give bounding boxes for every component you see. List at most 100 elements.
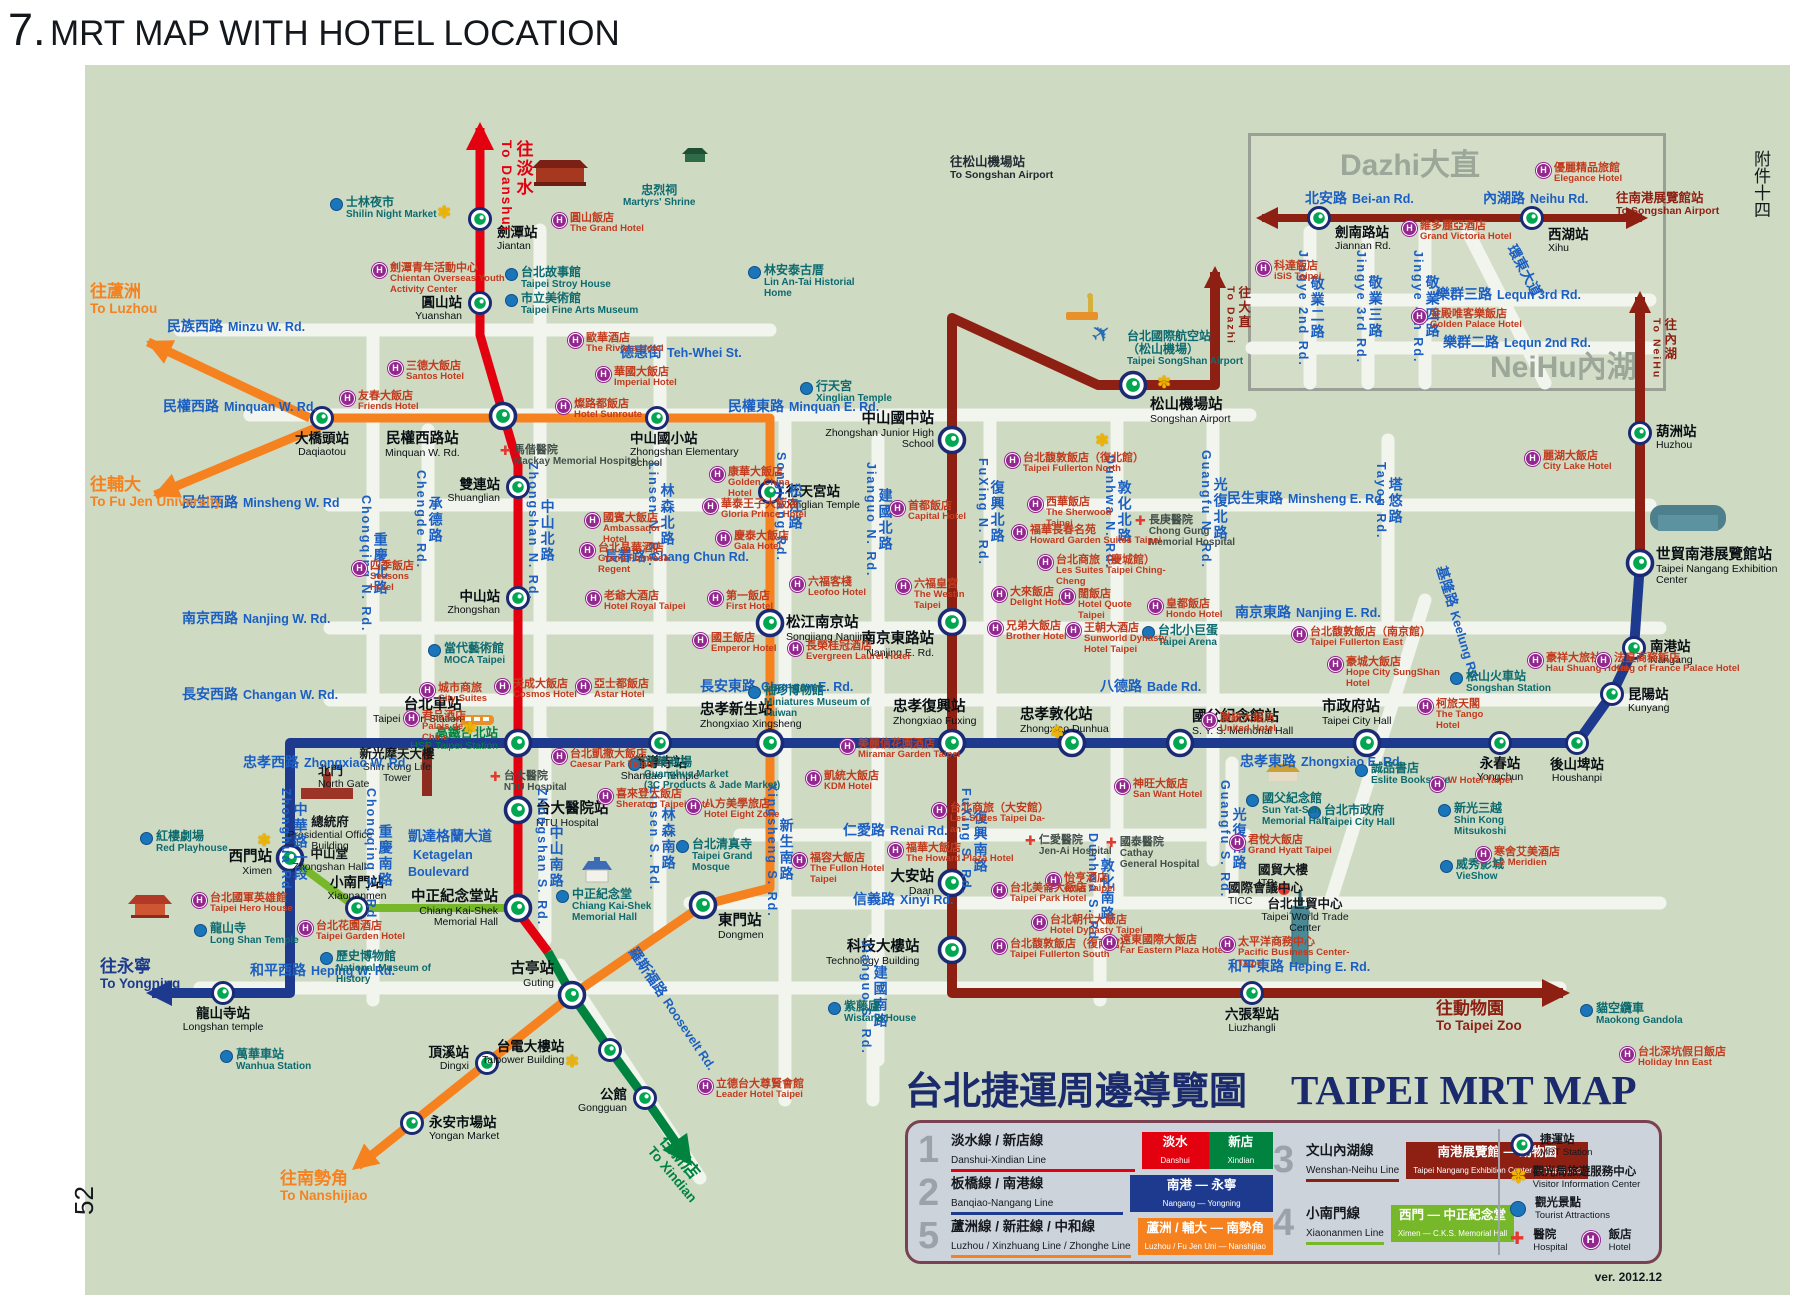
legend-panel: 1 淡水線 / 新店線Danshui-Xindian Line 淡水Danshu… <box>905 1120 1662 1264</box>
mrt-station-marker <box>645 406 669 430</box>
legend-line-number: 1 <box>918 1129 940 1172</box>
page-title: 7. MRT MAP WITH HOTEL LOCATION <box>8 4 620 56</box>
mrt-station-marker <box>275 843 305 873</box>
legend-line-number: 3 <box>1273 1139 1295 1182</box>
mrt-line-xiaonanmen <box>287 854 518 912</box>
line-arrow <box>662 1132 692 1166</box>
visitor-info-icon: ✽ <box>1510 1165 1527 1188</box>
legend-line-name: 板橋線 / 南港線Banqiao-Nangang Line <box>951 1172 1124 1215</box>
mrt-station-marker <box>488 401 518 431</box>
legend-chip: 南港 — 永寧Nangang — Yongning <box>1130 1174 1273 1213</box>
hotel-icon: H <box>1581 1230 1600 1249</box>
tourist-attraction-icon <box>1510 1200 1526 1217</box>
mrt-station-marker <box>688 890 718 920</box>
legend-column-2: 3 文山內湖線Wenshan-Neihu Line 南港展覽館 — 動物園Tai… <box>1273 1129 1589 1255</box>
mrt-station-marker <box>1622 636 1646 660</box>
landmark-airport-icon <box>1066 293 1098 320</box>
svg-text:✈: ✈ <box>1086 317 1118 351</box>
legend-chip: 新店Xindian <box>1208 1131 1273 1170</box>
mrt-station-marker <box>506 586 530 610</box>
mrt-station-marker <box>758 480 782 504</box>
legend-row-2: 2 板橋線 / 南港線Banqiao-Nangang Line 南港 — 永寧N… <box>918 1172 1273 1215</box>
mrt-station-marker <box>1565 731 1589 755</box>
mrt-station-icon <box>1510 1133 1534 1157</box>
mrt-station-marker <box>1118 370 1148 400</box>
mrt-station-marker <box>503 893 533 923</box>
legend-line-name: 文山內湖線Wenshan-Neihu Line <box>1306 1139 1400 1182</box>
map-title-zh: 台北捷運周邊導覽圖 <box>905 1071 1248 1113</box>
landmark-presidential-icon <box>301 769 353 799</box>
mrt-station-marker <box>1628 421 1652 445</box>
map-title-en: TAIPEI MRT MAP <box>1291 1067 1637 1113</box>
mrt-line-danshui <box>475 128 552 955</box>
landmark-train-icon <box>460 715 494 725</box>
landmark-shrine-icon <box>682 148 708 162</box>
mrt-station-marker <box>1165 728 1195 758</box>
mrt-station-marker <box>310 406 334 430</box>
line-arrow <box>1256 207 1278 229</box>
mrt-station-marker <box>937 607 967 637</box>
mrt-station-marker <box>557 980 587 1010</box>
map-version: ver. 2012.12 <box>1594 1270 1662 1284</box>
mrt-station-marker <box>1240 981 1264 1005</box>
line-arrow <box>352 1143 381 1170</box>
landmark-reddot-icon <box>1278 883 1290 895</box>
legend-line-number: 4 <box>1273 1202 1295 1245</box>
map-title: 台北捷運周邊導覽圖 TAIPEI MRT MAP <box>905 1060 1637 1115</box>
line-arrow <box>1626 207 1648 229</box>
section-number: 7. <box>8 4 46 55</box>
mrt-station-marker <box>400 1111 424 1135</box>
legend-line-name: 小南門線Xiaonanmen Line <box>1306 1202 1384 1245</box>
mrt-line-fujen-branch <box>153 417 332 500</box>
mrt-station-marker <box>1520 206 1544 230</box>
landmark-temple-icon <box>128 895 172 918</box>
mrt-station-marker <box>648 731 672 755</box>
legend-row-4: 4 小南門線Xiaonanmen Line 西門 — 中正紀念堂Ximen — … <box>1273 1202 1515 1245</box>
line-arrow <box>1628 291 1652 314</box>
inset-title-neihu: NeiHu內湖 <box>1490 351 1637 384</box>
legend-chip: 淡水Danshui <box>1141 1131 1209 1170</box>
landmark-cks-icon <box>582 857 612 883</box>
mrt-station-marker <box>1057 728 1087 758</box>
mrt-station-marker <box>598 1038 622 1062</box>
mrt-station-marker <box>468 207 492 231</box>
mrt-station-marker <box>345 896 369 920</box>
line-arrow <box>146 980 172 1006</box>
section-title: MRT MAP WITH HOTEL LOCATION <box>49 14 620 53</box>
landmark-grand-icon <box>532 160 588 186</box>
mrt-line-luzhou-branch <box>146 337 312 423</box>
legend-chip: 蘆洲 / 輔大 — 南勢角Luzhou / Fu Jen Uni — Nansh… <box>1137 1217 1273 1256</box>
mrt-station-marker <box>755 608 785 638</box>
legend-column-1: 1 淡水線 / 新店線Danshui-Xindian Line 淡水Danshu… <box>918 1129 1273 1258</box>
landmark-sys-icon <box>1266 764 1300 781</box>
side-note: 附件十四 <box>1751 150 1770 218</box>
mrt-station-marker <box>937 728 967 758</box>
mrt-station-marker <box>1600 682 1624 706</box>
mrt-station-marker <box>937 425 967 455</box>
road-line <box>1461 225 1552 390</box>
legend-line-number: 5 <box>918 1215 940 1258</box>
inset-title-dazhi: Dazhi大直 <box>1340 149 1481 182</box>
mrt-station-marker <box>468 291 492 315</box>
legend-chip: 西門 — 中正紀念堂Ximen — C.K.S. Memorial Hall <box>1390 1204 1515 1243</box>
line-arrow <box>153 473 183 498</box>
mrt-station-marker <box>211 981 235 1005</box>
landmark-shinkong-icon <box>422 742 432 796</box>
mrt-station-marker <box>503 728 533 758</box>
mrt-station-marker <box>755 728 785 758</box>
legend-row-1: 1 淡水線 / 新店線Danshui-Xindian Line 淡水Danshu… <box>918 1129 1273 1172</box>
hospital-icon: ✚ <box>1510 1229 1525 1249</box>
line-arrow <box>146 340 176 364</box>
mrt-station-marker <box>1488 731 1512 755</box>
legend-line-name: 淡水線 / 新店線Danshui-Xindian Line <box>951 1129 1135 1172</box>
mrt-station-marker <box>937 935 967 965</box>
mrt-station-marker <box>1352 728 1382 758</box>
